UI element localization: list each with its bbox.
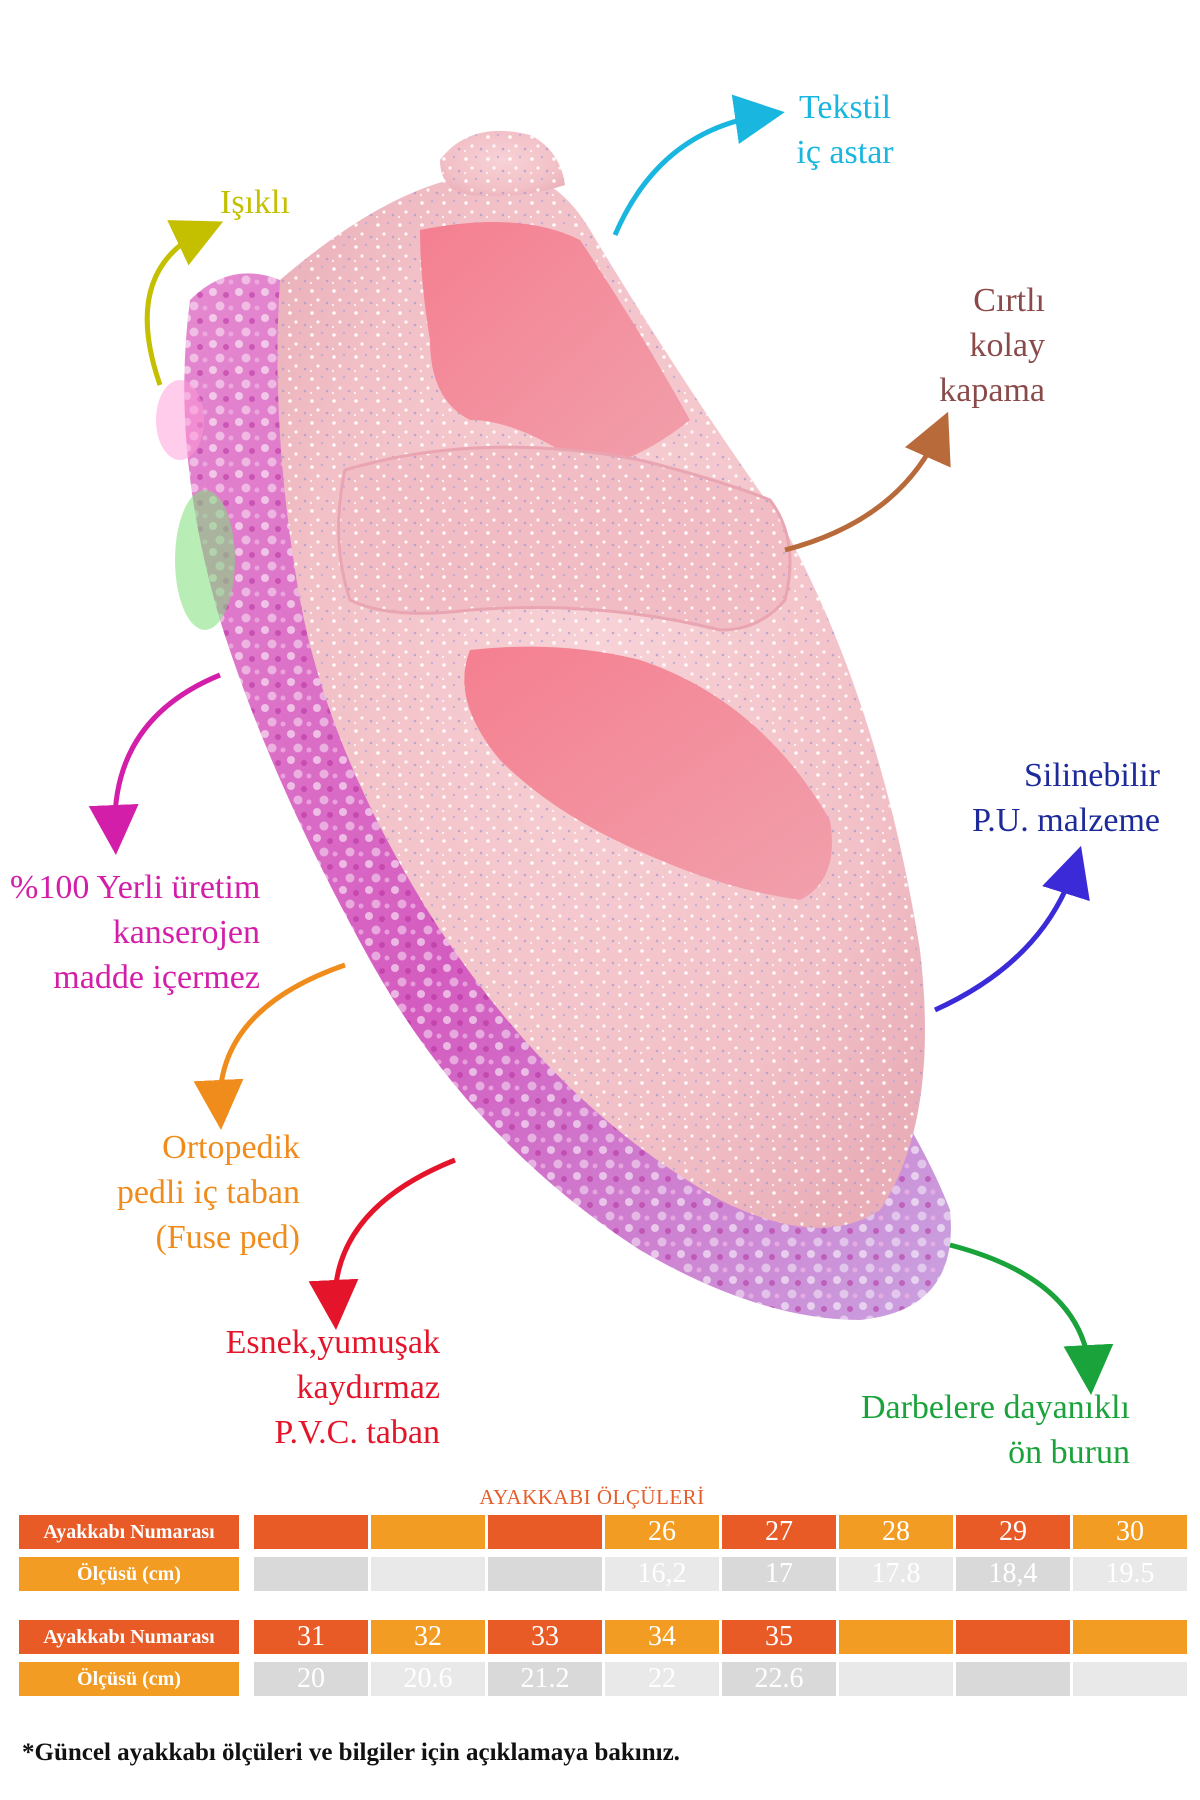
feature-line: Ortopedik	[162, 1129, 300, 1166]
feature-line: Esnek,yumuşak	[225, 1324, 440, 1361]
size-number-cell: 32	[371, 1620, 485, 1654]
size-number-cell: 26	[605, 1515, 719, 1549]
size-number-cell	[254, 1515, 368, 1549]
size-cm-cell: 17.8	[839, 1557, 953, 1591]
size-cm-cell	[1073, 1662, 1187, 1696]
size-cm-cell: 18,4	[956, 1557, 1070, 1591]
size-cm-cell: 20	[254, 1662, 368, 1696]
feature-line: ön burun	[1008, 1434, 1130, 1471]
feature-line: Cırtlı	[973, 282, 1045, 319]
feature-line: Işıklı	[220, 184, 290, 221]
feature-silinebilir: Silinebilir P.U. malzeme	[940, 753, 1160, 843]
size-number-cell	[371, 1515, 485, 1549]
size-cm-cell	[254, 1557, 368, 1591]
feature-line: pedli iç taban	[116, 1174, 300, 1211]
feature-line: kolay	[969, 327, 1045, 364]
arrow-silinebilir	[933, 845, 1090, 1013]
size-number-cell: 34	[605, 1620, 719, 1654]
arrow-tekstil	[612, 94, 785, 236]
size-number-cell: 27	[722, 1515, 836, 1549]
size-number-cell	[488, 1515, 602, 1549]
size-cm-cell: 16,2	[605, 1557, 719, 1591]
feature-isikli: Işıklı	[200, 180, 310, 225]
feature-ortopedik: Ortopedik pedli iç taban (Fuse ped)	[60, 1125, 300, 1260]
annotation-arrows	[88, 94, 1114, 1395]
feature-cirtli: Cırtlı kolay kapama	[880, 278, 1045, 413]
feature-line: Silinebilir	[1024, 757, 1160, 794]
feature-line: madde içermez	[53, 959, 260, 996]
size-number-cell: 33	[488, 1620, 602, 1654]
size-row-header: Ölçüsü (cm)	[19, 1662, 239, 1696]
feature-line: P.U. malzeme	[972, 802, 1160, 839]
size-cm-cell: 22.6	[722, 1662, 836, 1696]
feature-line: %100 Yerli üretim	[10, 869, 261, 906]
feature-darbe: Darbelere dayanıklı ön burun	[820, 1385, 1130, 1475]
size-cm-cell	[956, 1662, 1070, 1696]
arrow-esnek	[308, 1157, 456, 1330]
size-cm-cell: 20.6	[371, 1662, 485, 1696]
size-cm-cell	[839, 1662, 953, 1696]
size-number-cell: 30	[1073, 1515, 1187, 1549]
footnote: *Güncel ayakkabı ölçüleri ve bilgiler iç…	[22, 1739, 680, 1766]
feature-line: (Fuse ped)	[155, 1219, 300, 1256]
feature-tekstil: Tekstil iç astar	[770, 85, 920, 175]
size-number-cell	[1073, 1620, 1187, 1654]
feature-esnek: Esnek,yumuşak kaydırmaz P.V.C. taban	[180, 1320, 440, 1455]
size-cm-cell: 22	[605, 1662, 719, 1696]
feature-line: Tekstil	[798, 89, 892, 126]
feature-line: kaydırmaz	[296, 1369, 441, 1406]
size-cm-cell: 19.5	[1073, 1557, 1187, 1591]
size-cm-cell: 17	[722, 1557, 836, 1591]
size-number-cell: 28	[839, 1515, 953, 1549]
size-cm-cell	[371, 1557, 485, 1591]
size-number-cell: 31	[254, 1620, 368, 1654]
size-number-cell: 35	[722, 1620, 836, 1654]
shoe-illustration	[156, 130, 951, 1320]
arrow-ortopedik	[193, 962, 346, 1130]
size-row-header: Ayakkabı Numarası	[19, 1515, 239, 1549]
size-number-cell	[956, 1620, 1070, 1654]
feature-line: kapama	[939, 372, 1045, 409]
feature-yerli: %100 Yerli üretim kanserojen madde içerm…	[10, 865, 260, 1000]
size-row-header: Ayakkabı Numarası	[19, 1620, 239, 1654]
arrow-isikli	[144, 220, 224, 386]
feature-line: kanserojen	[112, 914, 260, 951]
size-cm-cell	[488, 1557, 602, 1591]
size-number-cell: 29	[956, 1515, 1070, 1549]
size-row-header: Ölçüsü (cm)	[19, 1557, 239, 1591]
size-table-title: AYAKKABI ÖLÇÜLERİ	[479, 1485, 705, 1509]
arrow-yerli	[88, 672, 221, 855]
feature-line: Darbelere dayanıklı	[860, 1389, 1130, 1426]
feature-line: P.V.C. taban	[274, 1414, 440, 1451]
size-cm-cell: 21.2	[488, 1662, 602, 1696]
arrow-cirtli	[784, 411, 951, 553]
size-number-cell	[839, 1620, 953, 1654]
arrow-darbe	[949, 1242, 1114, 1395]
feature-line: iç astar	[796, 134, 894, 171]
